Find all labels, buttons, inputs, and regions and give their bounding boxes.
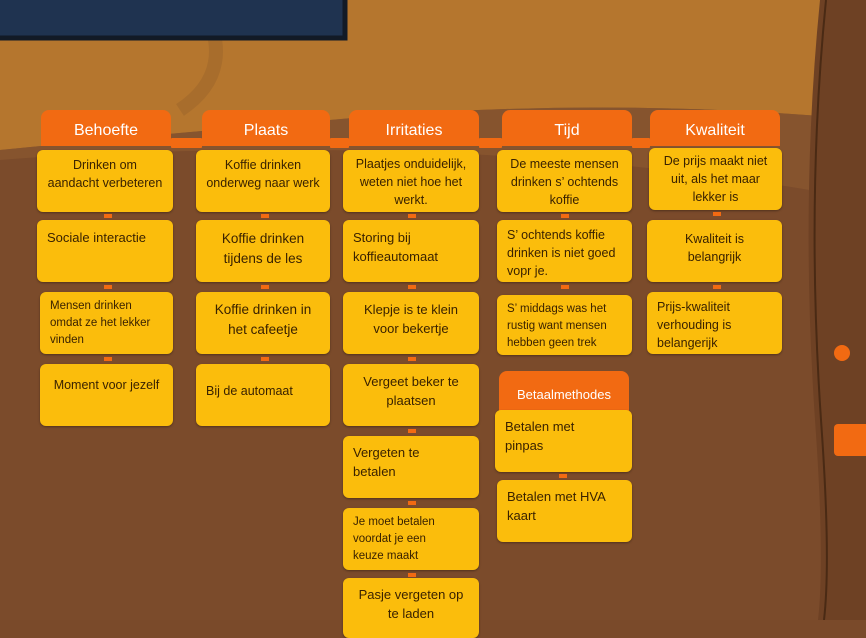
card-plaats-4: Bij de automaat (196, 364, 330, 426)
card-behoefte-4: Moment voor jezelf (40, 364, 173, 426)
card-irritaties-1: Plaatjes onduidelijk, weten niet hoe het… (343, 150, 479, 212)
card-irritaties-4: Vergeet beker te plaatsen (343, 364, 479, 426)
dark-screen-panel (0, 0, 348, 41)
card-connector (408, 285, 416, 289)
card-connector (713, 285, 721, 289)
card-connector (104, 214, 112, 218)
header-connector (632, 138, 650, 148)
card-behoefte-3: Mensen drinken omdat ze het lekker vinde… (40, 292, 173, 354)
card-connector (559, 474, 567, 478)
card-kwaliteit-1: De prijs maakt niet uit, als het maar le… (649, 148, 782, 210)
card-irritaties-6: Je moet betalen voordat je een keuze maa… (343, 508, 479, 570)
card-betaal-1: Betalen met pinpas (495, 410, 632, 472)
card-behoefte-2: Sociale interactie (37, 220, 173, 282)
betaalmethodes-header: Betaalmethodes (499, 371, 629, 411)
card-connector (261, 357, 269, 361)
card-betaal-2: Betalen met HVA kaart (497, 480, 632, 542)
column-header-kwaliteit: Kwaliteit (650, 110, 780, 146)
header-connector (330, 138, 349, 148)
card-kwaliteit-2: Kwaliteit is belangrijk (647, 220, 782, 282)
card-plaats-1: Koffie drinken onderweg naar werk (196, 150, 330, 212)
header-connector (171, 138, 202, 148)
card-connector (408, 214, 416, 218)
card-tijd-3: S’ middags was het rustig want mensen he… (497, 295, 632, 355)
card-irritaties-5: Vergeten te betalen (343, 436, 479, 498)
card-connector (104, 285, 112, 289)
card-tijd-1: De meeste mensen drinken s’ ochtends kof… (497, 150, 632, 212)
card-tijd-2: S’ ochtends koffie drinken is niet goed … (497, 220, 632, 282)
card-kwaliteit-3: Prijs-kwaliteit verhouding is belangerij… (647, 292, 782, 354)
card-connector (104, 357, 112, 361)
card-connector (261, 285, 269, 289)
card-connector (261, 214, 269, 218)
card-connector (561, 214, 569, 218)
column-header-tijd: Tijd (502, 110, 632, 146)
card-connector (408, 429, 416, 433)
column-header-plaats: Plaats (202, 110, 330, 146)
card-connector (408, 501, 416, 505)
header-connector (479, 138, 502, 148)
card-plaats-2: Koffie drinken tijdens de les (196, 220, 330, 282)
card-connector (408, 573, 416, 577)
column-header-irritaties: Irritaties (349, 110, 479, 146)
orange-tab (834, 424, 866, 456)
card-irritaties-2: Storing bij koffieautomaat (343, 220, 479, 282)
card-connector (408, 357, 416, 361)
card-irritaties-7: Pasje vergeten op te laden (343, 578, 479, 638)
orange-dot (834, 345, 850, 361)
card-behoefte-1: Drinken om aandacht verbeteren (37, 150, 173, 212)
card-irritaties-3: Klepje is te klein voor bekertje (343, 292, 479, 354)
card-connector (561, 285, 569, 289)
card-plaats-3: Koffie drinken in het cafeetje (196, 292, 330, 354)
column-header-behoefte: Behoefte (41, 110, 171, 146)
card-connector (713, 212, 721, 216)
